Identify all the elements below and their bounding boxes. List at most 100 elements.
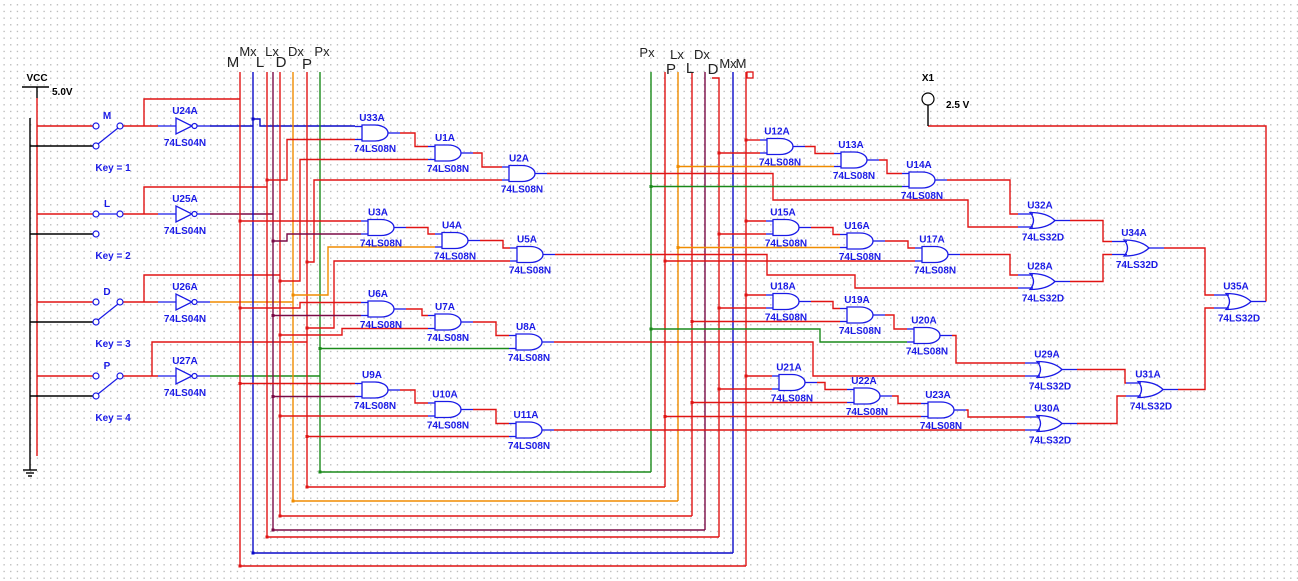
or-gate-body[interactable] [1122,239,1150,257]
switch-terminal[interactable] [92,210,100,218]
and-gate-body[interactable] [441,231,469,250]
and-gate-body[interactable] [766,137,794,156]
bus-label-left-l: L [256,54,264,71]
wire [151,341,307,376]
and-gate-body[interactable] [361,124,389,142]
switch-terminal[interactable] [116,210,124,218]
and-gate-body[interactable] [515,421,543,439]
inverter-body[interactable] [175,204,194,224]
switch-blade[interactable] [97,377,119,395]
and-gate-body[interactable] [367,218,395,237]
gate-part-label: 74LS08N [914,266,956,277]
and-gate-body[interactable] [846,306,874,324]
and-gate-body[interactable] [367,300,395,318]
and-gate-body[interactable] [434,144,462,162]
and-gate-body[interactable] [772,292,800,311]
junction-dot [305,260,309,264]
and-gate-body[interactable] [853,387,881,405]
and-gate-body[interactable] [840,151,868,169]
switch-terminal[interactable] [92,122,100,130]
and-gate-body[interactable] [921,245,949,264]
and-gate-body[interactable] [913,326,941,345]
and-gate-body[interactable] [361,381,389,399]
switch-terminal[interactable] [92,372,100,380]
switch-terminal[interactable] [92,318,100,326]
and-gate-body[interactable] [846,232,874,250]
and-gate-body[interactable] [778,373,806,392]
inverter-body[interactable] [175,366,194,386]
or-gate-body[interactable] [1028,211,1056,230]
inverter-body[interactable] [175,116,194,136]
probe-lamp-icon[interactable] [921,92,935,106]
wire [1164,247,1214,296]
switch-terminal[interactable] [92,392,100,400]
switch-blade[interactable] [97,127,119,145]
switch-terminal[interactable] [116,372,124,380]
switch-terminal[interactable] [92,142,100,150]
and-gate-body[interactable] [515,333,543,351]
and-gate-body[interactable] [908,171,936,189]
or-gate-body[interactable] [1028,272,1056,291]
probe-x1[interactable]: X12.5 V [921,73,970,111]
and-gate-body[interactable] [508,164,536,183]
or-gate-body[interactable] [1035,414,1063,433]
junction-dot [278,414,282,418]
or-gate-body[interactable] [1035,360,1063,379]
switch-terminal[interactable] [116,298,124,306]
and-gate-body[interactable] [434,313,462,331]
switch-terminal[interactable] [92,230,100,238]
and-gate-body[interactable] [927,401,955,419]
and-gate-body[interactable] [516,245,544,264]
and-gate-body[interactable] [772,218,800,237]
and-gate-body[interactable] [434,400,462,419]
inverter-body[interactable] [175,292,194,312]
or-gate-body[interactable] [1136,380,1164,399]
switch-terminal[interactable] [116,122,124,130]
junction-dot [265,535,269,539]
switch-blade[interactable] [97,303,119,321]
switch-terminal[interactable] [92,298,100,306]
or-gate-body[interactable] [1224,292,1252,311]
